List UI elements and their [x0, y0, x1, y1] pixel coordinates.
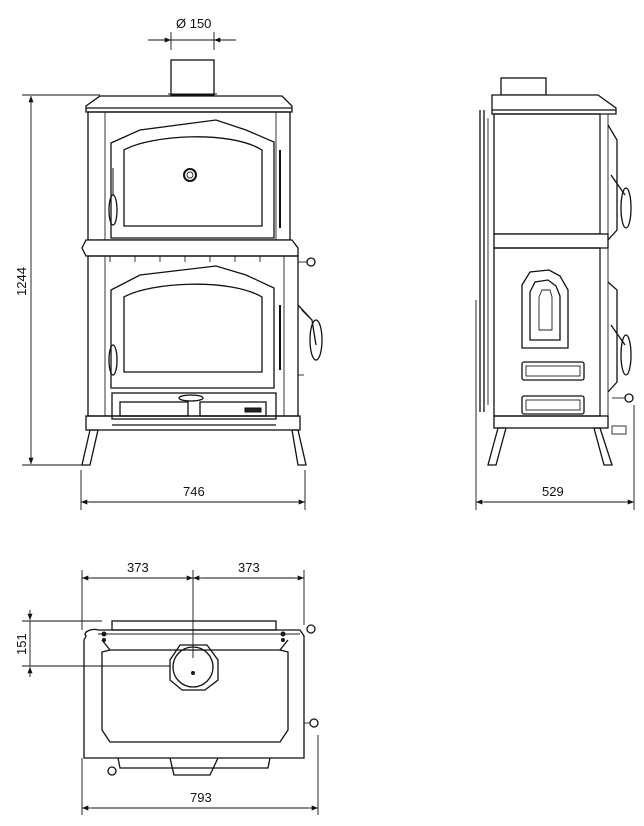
flue-diameter-dimension: Ø 150: [148, 16, 236, 50]
left-half-label: 373: [127, 560, 149, 575]
side-flue-pipe: [500, 77, 547, 96]
side-handle: [309, 319, 323, 361]
middle-band: [81, 239, 299, 257]
hotplate: [111, 620, 277, 631]
flue-diameter-label: Ø 150: [176, 16, 211, 31]
depth-dimension: 529: [475, 300, 635, 510]
air-control-knob: [306, 257, 316, 267]
front-view: Ø 150: [14, 16, 323, 510]
flue-offset-dimension: 151: [14, 610, 170, 677]
drawer-handle: [178, 394, 204, 402]
side-view: 529: [475, 77, 635, 510]
flue-collar: [169, 644, 219, 691]
side-top-plate: [491, 94, 617, 115]
right-half-label: 373: [238, 560, 260, 575]
depth-label: 529: [542, 484, 564, 499]
firebox-section: [87, 255, 299, 417]
flue-pipe: [170, 59, 215, 96]
width-dimension: 746: [80, 470, 306, 510]
side-lower-handle: [620, 334, 632, 376]
height-label: 1244: [14, 267, 29, 296]
ash-drawer: [111, 392, 277, 420]
side-rear-leg: [487, 427, 507, 466]
side-window: [521, 269, 569, 349]
side-front-leg: [593, 427, 613, 466]
firebox-door-handle: [108, 344, 118, 376]
thermometer-icon: [183, 168, 197, 182]
top-body-outline: [83, 628, 305, 759]
side-panel-upper: [521, 361, 585, 381]
half-width-dimensions: 373 373: [81, 560, 305, 658]
height-dimension: 1244: [14, 94, 100, 466]
oven-section: [87, 111, 291, 241]
flue-offset-label: 151: [14, 633, 29, 655]
oven-door-handle: [108, 194, 118, 226]
overall-width-dimension: 793: [81, 735, 319, 815]
overall-width-label: 793: [190, 790, 212, 805]
front-right-leg: [291, 429, 307, 466]
top-plate: [85, 95, 293, 113]
front-left-leg: [81, 429, 99, 466]
firebox-door: [110, 265, 275, 389]
side-upper-handle: [620, 187, 632, 229]
top-ash-drawer: [117, 757, 271, 769]
top-view: 373 373 151: [14, 560, 319, 815]
width-label: 746: [183, 484, 205, 499]
oven-door: [110, 119, 275, 239]
side-panel-lower: [521, 395, 585, 415]
